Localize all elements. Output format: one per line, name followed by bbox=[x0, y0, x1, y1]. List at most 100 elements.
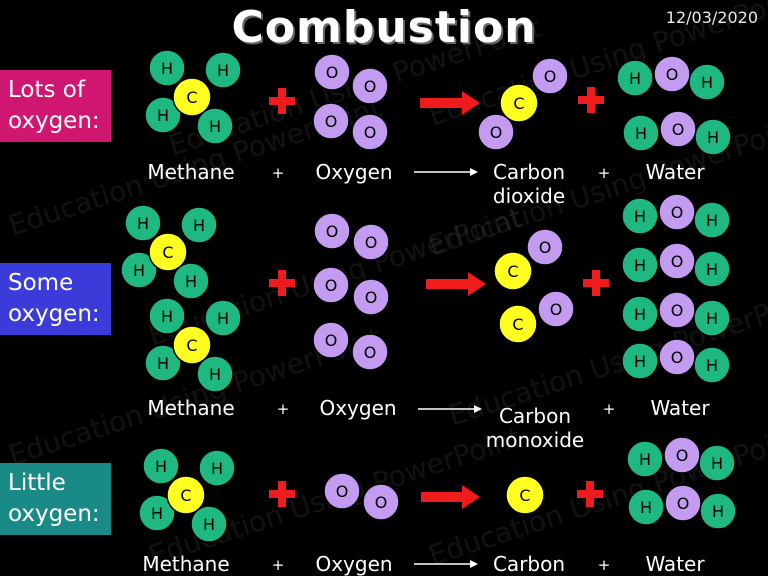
hydrogen-atom bbox=[144, 344, 182, 382]
hydrogen-atom bbox=[172, 262, 210, 300]
hydrogen-atom-symbol: H bbox=[209, 365, 221, 384]
hydrogen-atom-symbol: H bbox=[712, 502, 724, 521]
oxygen-atom bbox=[477, 113, 515, 151]
hydrogen-atom bbox=[622, 114, 660, 152]
hydrogen-atom bbox=[621, 342, 659, 380]
oxygen-atom-symbol: O bbox=[671, 203, 684, 222]
equation-arrow-head bbox=[474, 405, 482, 413]
hydrogen-atom-symbol: H bbox=[640, 498, 652, 517]
oxygen-atom-symbol: O bbox=[336, 482, 349, 501]
slide-date: 12/03/2020 bbox=[665, 8, 758, 27]
hydrogen-atom bbox=[196, 355, 234, 393]
hydrogen-atom bbox=[627, 488, 665, 526]
row2-condition-line2: oxygen: bbox=[8, 301, 100, 327]
hydrogen-atom-symbol: H bbox=[137, 214, 149, 233]
hydrogen-atom bbox=[616, 59, 654, 97]
oxygen-atom-symbol: O bbox=[365, 288, 378, 307]
row1-product2-label: Water bbox=[645, 160, 705, 184]
row3-condition-line1: Little bbox=[8, 470, 66, 496]
row1-condition-line2: oxygen: bbox=[8, 108, 100, 134]
row2-product2-label: Water bbox=[650, 396, 710, 420]
oxygen-atom-symbol: O bbox=[539, 238, 552, 257]
hydrogen-atom bbox=[693, 250, 731, 288]
hydrogen-atom-symbol: H bbox=[706, 260, 718, 279]
hydrogen-atom-symbol: H bbox=[185, 272, 197, 291]
hydrogen-atom bbox=[699, 492, 737, 530]
row2-product1-label: Carbon monoxide bbox=[486, 404, 584, 452]
oxygen-atom-symbol: O bbox=[550, 300, 563, 319]
oxygen-atom-symbol: O bbox=[490, 123, 503, 142]
hydrogen-atom bbox=[688, 63, 726, 101]
oxygen-atom bbox=[352, 278, 390, 316]
row1-condition-line1: Lots of bbox=[8, 77, 85, 103]
plus-sign-bar-vertical bbox=[278, 88, 286, 114]
carbon-atom bbox=[148, 232, 188, 272]
carbon-atom-symbol: C bbox=[513, 94, 524, 113]
hydrogen-atom-symbol: H bbox=[211, 459, 223, 478]
row2-product1-line1: Carbon bbox=[498, 404, 572, 428]
hydrogen-atom-symbol: H bbox=[634, 207, 646, 226]
oxygen-atom bbox=[664, 484, 702, 522]
hydrogen-atom-symbol: H bbox=[193, 216, 205, 235]
hydrogen-atom-symbol: H bbox=[706, 309, 718, 328]
hydrogen-atom bbox=[142, 447, 180, 485]
carbon-atom-symbol: C bbox=[162, 243, 173, 262]
hydrogen-atom-symbol: H bbox=[157, 106, 169, 125]
plus-sign-bar-vertical bbox=[592, 270, 600, 296]
hydrogen-atom-symbol: H bbox=[639, 450, 651, 469]
row2-product1-line2: monoxide bbox=[485, 428, 585, 452]
oxygen-atom-symbol: O bbox=[671, 252, 684, 271]
hydrogen-atom bbox=[124, 204, 162, 242]
hydrogen-atom-symbol: H bbox=[706, 211, 718, 230]
oxygen-atom bbox=[351, 333, 389, 371]
oxygen-atom-symbol: O bbox=[677, 494, 690, 513]
hydrogen-atom-symbol: H bbox=[151, 504, 163, 523]
oxygen-atom bbox=[312, 102, 350, 140]
oxygen-atom bbox=[658, 242, 696, 280]
oxygen-atom bbox=[351, 67, 389, 105]
hydrogen-atom bbox=[626, 440, 664, 478]
hydrogen-atom bbox=[204, 51, 242, 89]
oxygen-atom bbox=[362, 483, 400, 521]
hydrogen-atom-symbol: H bbox=[209, 117, 221, 136]
hydrogen-atom-symbol: H bbox=[157, 354, 169, 373]
hydrogen-atom bbox=[148, 297, 186, 335]
oxygen-atom bbox=[313, 212, 351, 250]
row1-plus2-text: + bbox=[597, 164, 611, 182]
row1-reactant1-label: Methane bbox=[147, 160, 235, 184]
reaction-arrow-shaft bbox=[426, 279, 470, 289]
equation-arrow-head bbox=[470, 168, 478, 176]
hydrogen-atom-symbol: H bbox=[203, 515, 215, 534]
oxygen-atom bbox=[351, 113, 389, 151]
oxygen-atom-symbol: O bbox=[365, 233, 378, 252]
hydrogen-atom bbox=[621, 197, 659, 235]
row3-reactant2-label: Oxygen bbox=[315, 552, 393, 576]
hydrogen-atom-symbol: H bbox=[701, 73, 713, 92]
carbon-atom-symbol: C bbox=[186, 88, 197, 107]
hydrogen-atom-symbol: H bbox=[217, 309, 229, 328]
slide-title: Combustion bbox=[231, 2, 537, 53]
oxygen-atom-symbol: O bbox=[325, 276, 338, 295]
oxygen-atom-symbol: O bbox=[544, 67, 557, 86]
reaction-arrow-head bbox=[462, 91, 480, 115]
carbon-atom-symbol: C bbox=[512, 315, 523, 334]
row2-plus1-text: + bbox=[276, 400, 290, 418]
hydrogen-atom bbox=[693, 201, 731, 239]
row3-reactant1-label: Methane bbox=[142, 552, 230, 576]
equation-arrow-head bbox=[470, 560, 478, 568]
oxygen-atom bbox=[526, 228, 564, 266]
hydrogen-atom-symbol: H bbox=[706, 356, 718, 375]
hydrogen-atom bbox=[190, 505, 228, 543]
hydrogen-atom-symbol: H bbox=[133, 261, 145, 280]
carbon-atom bbox=[493, 251, 533, 291]
oxygen-atom bbox=[658, 338, 696, 376]
row1-plus1-text: + bbox=[271, 164, 285, 182]
oxygen-atom-symbol: O bbox=[325, 331, 338, 350]
hydrogen-atom bbox=[138, 494, 176, 532]
hydrogen-atom-symbol: H bbox=[155, 457, 167, 476]
hydrogen-atom bbox=[198, 449, 236, 487]
hydrogen-atom bbox=[621, 295, 659, 333]
oxygen-atom bbox=[531, 57, 569, 95]
